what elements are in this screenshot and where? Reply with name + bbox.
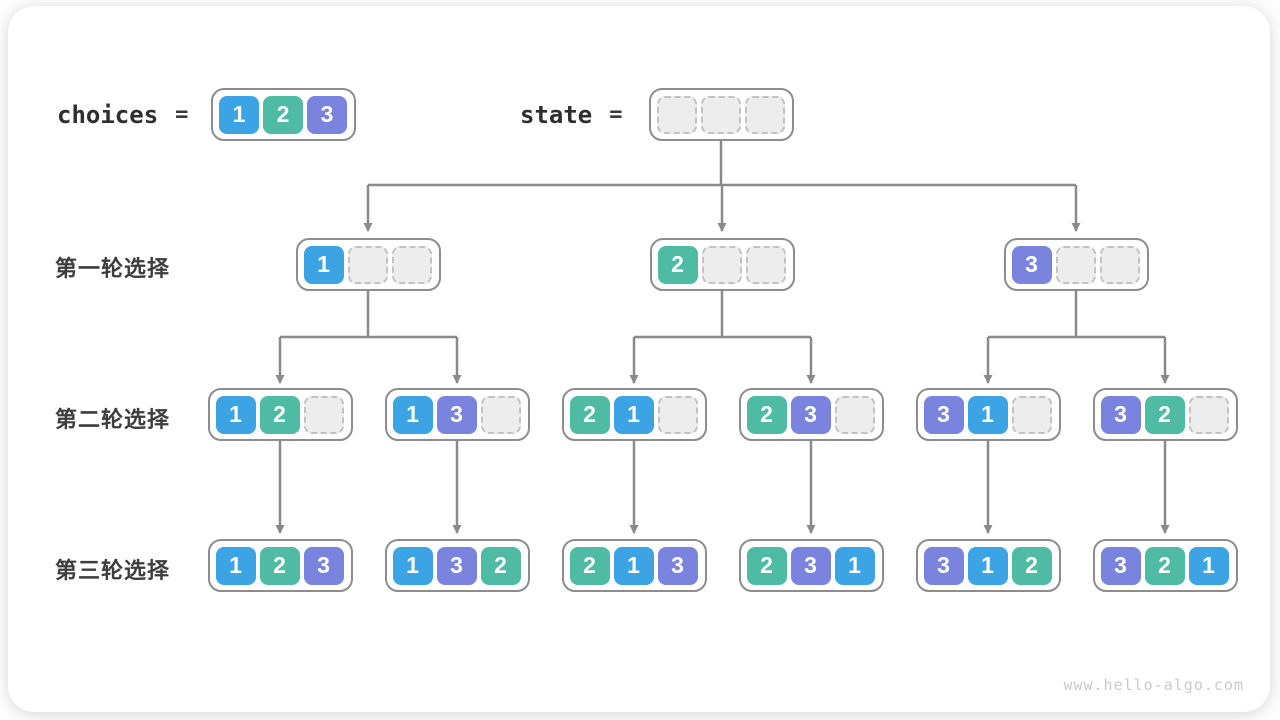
empty-slot-cell xyxy=(1099,245,1140,284)
state-node-l1-2: 2 xyxy=(649,238,795,291)
empty-slot-cell xyxy=(1055,245,1096,284)
empty-slot-cell xyxy=(391,245,432,284)
value-cell: 3 xyxy=(436,546,477,585)
value-cell: 3 xyxy=(436,395,477,434)
state-array-root xyxy=(648,88,794,141)
connector-l1-3-bar xyxy=(988,291,1165,339)
value-cell: 2 xyxy=(657,245,698,284)
row-label-round-2: 第二轮选择 xyxy=(55,407,171,432)
empty-slot-cell xyxy=(303,395,344,434)
choices-label: choices xyxy=(57,100,159,129)
value-cell: 3 xyxy=(790,546,831,585)
value-cell: 1 xyxy=(215,395,256,434)
value-cell: 3 xyxy=(303,546,344,585)
value-cell: 2 xyxy=(746,546,787,585)
empty-slot-cell xyxy=(1188,395,1229,434)
value-cell: 2 xyxy=(259,395,300,434)
value-cell: 1 xyxy=(967,395,1008,434)
empty-slot-cell xyxy=(656,95,697,134)
value-cell: 1 xyxy=(303,245,344,284)
empty-slot-cell xyxy=(834,395,875,434)
state-label: state xyxy=(520,100,593,129)
connector-l1-2-bar xyxy=(634,291,811,339)
value-cell: 1 xyxy=(613,395,654,434)
watermark: www.hello-algo.com xyxy=(1063,676,1244,694)
value-cell: 3 xyxy=(923,395,964,434)
empty-slot-cell xyxy=(480,395,521,434)
value-cell: 2 xyxy=(259,546,300,585)
choices-label-group: choices = xyxy=(57,88,188,141)
value-cell: 2 xyxy=(569,546,610,585)
value-cell: 1 xyxy=(613,546,654,585)
value-cell: 3 xyxy=(923,546,964,585)
value-cell: 1 xyxy=(1188,546,1229,585)
value-cell: 2 xyxy=(569,395,610,434)
value-cell: 2 xyxy=(1144,546,1185,585)
value-cell: 3 xyxy=(657,546,698,585)
value-cell: 1 xyxy=(392,546,433,585)
empty-slot-cell xyxy=(657,395,698,434)
value-cell: 3 xyxy=(307,95,347,134)
value-cell: 3 xyxy=(1100,395,1141,434)
empty-slot-cell xyxy=(701,245,742,284)
value-cell: 2 xyxy=(263,95,303,134)
value-cell: 2 xyxy=(746,395,787,434)
state-node-l1-3: 3 xyxy=(1003,238,1149,291)
empty-slot-cell xyxy=(700,95,741,134)
row-label-round-3: 第三轮选择 xyxy=(55,558,171,583)
row-label-round-1: 第一轮选择 xyxy=(55,256,171,281)
value-cell: 1 xyxy=(392,395,433,434)
value-cell: 1 xyxy=(219,95,259,134)
value-cell: 1 xyxy=(967,546,1008,585)
empty-slot-cell xyxy=(744,95,785,134)
state-label-group: state = xyxy=(520,88,623,141)
value-cell: 2 xyxy=(1144,395,1185,434)
value-cell: 2 xyxy=(480,546,521,585)
value-cell: 3 xyxy=(790,395,831,434)
connector-l1-1-bar xyxy=(280,291,457,339)
state-equals-sign: = xyxy=(609,102,623,127)
value-cell: 3 xyxy=(1100,546,1141,585)
state-node-l1-1: 1 xyxy=(295,238,441,291)
value-cell: 2 xyxy=(1011,546,1052,585)
empty-slot-cell xyxy=(1011,395,1052,434)
value-cell: 3 xyxy=(1011,245,1052,284)
empty-slot-cell xyxy=(745,245,786,284)
value-cell: 1 xyxy=(215,546,256,585)
value-cell: 1 xyxy=(834,546,875,585)
empty-slot-cell xyxy=(347,245,388,284)
choices-equals-sign: = xyxy=(175,102,189,127)
